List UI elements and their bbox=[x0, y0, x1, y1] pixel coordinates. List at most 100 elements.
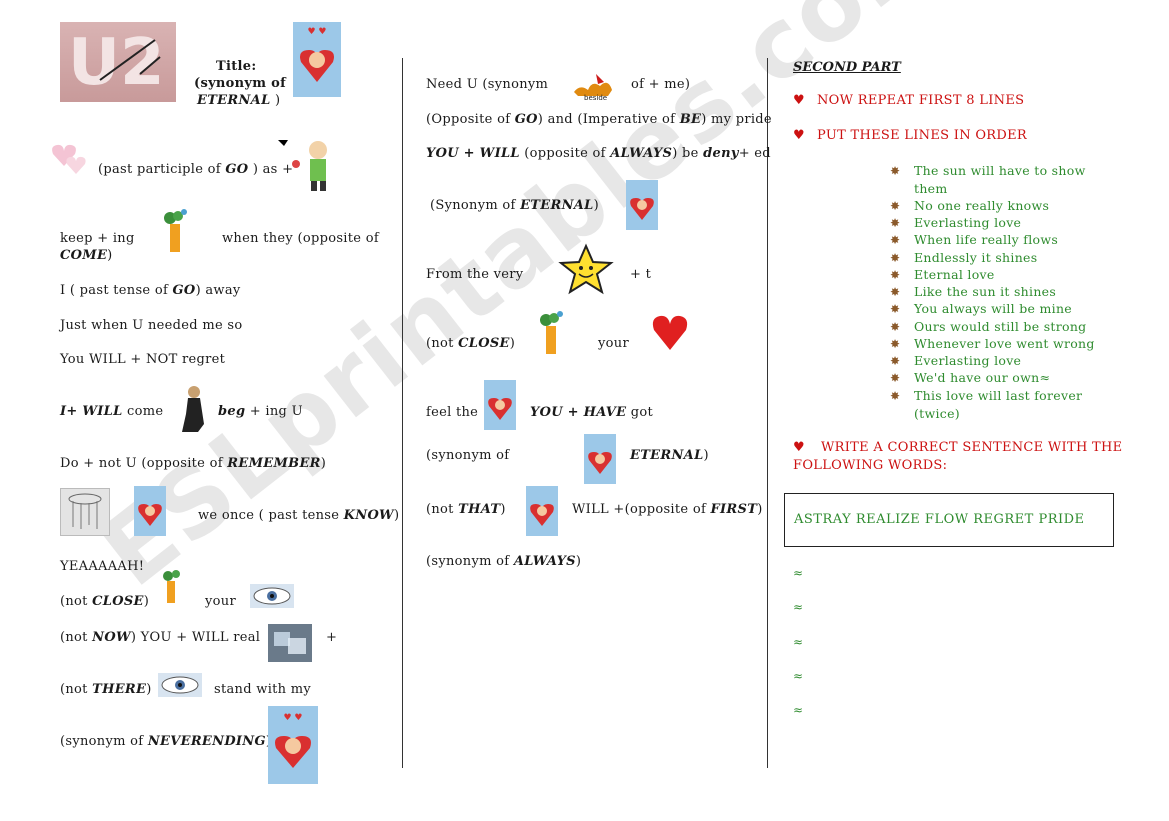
col1-line10: (not CLOSE) bbox=[60, 594, 150, 609]
star-bullet-icon: ✸ bbox=[890, 320, 901, 334]
star-bullet-icon: ✸ bbox=[890, 268, 901, 282]
col2-line1: Need U (synonym bbox=[426, 77, 549, 92]
answer-line-marker: ≈ bbox=[793, 566, 804, 580]
col2-line4: (Synonym of ETERNAL) bbox=[430, 198, 599, 213]
beside-image: beside bbox=[570, 70, 616, 104]
u2-logo: U2 bbox=[60, 22, 176, 102]
lyric-line: ✸Everlasting love bbox=[890, 215, 1022, 230]
col1-line12: (not THERE) bbox=[60, 682, 152, 697]
lyric-line: ✸Eternal love bbox=[890, 267, 995, 282]
eye-image bbox=[158, 673, 202, 697]
title-synonym: (synonym of bbox=[194, 76, 286, 91]
col2-line7b: YOU + HAVE got bbox=[530, 405, 654, 420]
title-label: Title: bbox=[216, 59, 257, 74]
star-bullet-icon: ✸ bbox=[890, 216, 901, 230]
cupid-card-image: ♥ ♥ bbox=[293, 22, 341, 97]
eye-image bbox=[250, 584, 294, 608]
col2-line6b: your bbox=[598, 336, 629, 351]
svg-text:♥ ♥: ♥ ♥ bbox=[284, 713, 303, 723]
col1-line12b: stand with my bbox=[214, 682, 312, 697]
lyric-line: (twice) bbox=[914, 406, 960, 421]
col1-line2a: keep + ing bbox=[60, 231, 135, 246]
svg-text:♥ ♥: ♥ ♥ bbox=[308, 27, 327, 37]
col1-line11: (not NOW) YOU + WILL real bbox=[60, 630, 261, 645]
col2-line6: (not CLOSE) bbox=[426, 336, 516, 351]
col2-line8: (synonym of bbox=[426, 448, 510, 463]
col1-line11b: + bbox=[326, 630, 338, 645]
lyric-line: ✸Like the sun it shines bbox=[890, 284, 1057, 299]
star-bullet-icon: ✸ bbox=[890, 389, 901, 403]
col2-line3: YOU + WILL (opposite of ALWAYS) be deny+… bbox=[426, 146, 771, 161]
col1-line9: YEAAAAAH! bbox=[60, 559, 145, 574]
col1-line2b: when they (opposite of bbox=[222, 231, 379, 246]
answer-line-marker: ≈ bbox=[793, 669, 804, 683]
hearts-image bbox=[50, 140, 90, 176]
star-bullet-icon: ✸ bbox=[890, 337, 901, 351]
col1-line7: Do + not U (opposite of REMEMBER) bbox=[60, 456, 327, 471]
instruction-sentence-2: FOLLOWING WORDS: bbox=[793, 458, 948, 473]
star-bullet-icon: ✸ bbox=[890, 164, 901, 178]
col1-line2c: COME) bbox=[60, 248, 113, 263]
smiling-star-image bbox=[556, 242, 616, 296]
star-bullet-icon: ✸ bbox=[890, 371, 901, 385]
lyric-line: ✸You always will be mine bbox=[890, 301, 1073, 316]
word-list: ASTRAY REALIZE FLOW REGRET PRIDE bbox=[794, 512, 1085, 527]
col2-line7: feel the bbox=[426, 405, 479, 420]
answer-line-marker: ≈ bbox=[793, 635, 804, 649]
heart-image bbox=[650, 312, 690, 354]
star-bullet-icon: ✸ bbox=[890, 199, 901, 213]
word-box bbox=[784, 493, 1114, 547]
ice-cubes-image bbox=[268, 624, 312, 662]
col2-line9: (not THAT) bbox=[426, 502, 506, 517]
wind-chime-image bbox=[60, 488, 110, 536]
lyric-line: ✸We'd have our own≈ bbox=[890, 370, 1051, 385]
col1-line5: You WILL + NOT regret bbox=[60, 352, 226, 367]
column-divider-2 bbox=[767, 58, 768, 768]
flower-bunch-image bbox=[158, 568, 182, 608]
lyric-line: ✸No one really knows bbox=[890, 198, 1050, 213]
col1-line3: I ( past tense of GO) away bbox=[60, 283, 241, 298]
lyric-line: ✸When life really flows bbox=[890, 232, 1059, 247]
answer-line-marker: ≈ bbox=[793, 600, 804, 614]
kneeling-woman-image bbox=[174, 384, 208, 434]
star-bullet-icon: ✸ bbox=[890, 285, 901, 299]
col1-line13: (synonym of NEVERENDING) bbox=[60, 734, 271, 749]
col2-line1b: of + me) bbox=[631, 77, 691, 92]
col2-line10: (synonym of ALWAYS) bbox=[426, 554, 582, 569]
cupid-card-image bbox=[134, 486, 166, 536]
heart-bullet-icon: ♥ bbox=[793, 128, 805, 143]
col1-line4: Just when U needed me so bbox=[60, 318, 243, 333]
star-bullet-icon: ✸ bbox=[890, 233, 901, 247]
col1-line6b: beg + ing U bbox=[218, 404, 303, 419]
cupid-card-image bbox=[526, 486, 558, 536]
col1-line8: we once ( past tense KNOW) bbox=[198, 508, 400, 523]
star-bullet-icon: ✸ bbox=[890, 302, 901, 316]
heart-bullet-icon: ♥ bbox=[793, 93, 805, 108]
lyric-line: ✸Whenever love went wrong bbox=[890, 336, 1095, 351]
col2-line2: (Opposite of GO) and (Imperative of BE) … bbox=[426, 112, 772, 127]
heart-bullet-icon: ♥ bbox=[793, 440, 805, 455]
instruction-order: PUT THESE LINES IN ORDER bbox=[817, 128, 1027, 143]
lyric-line: ✸Ours would still be strong bbox=[890, 319, 1087, 334]
cupid-card-image bbox=[584, 434, 616, 484]
old-man-image bbox=[276, 134, 336, 192]
col2-line9b: WILL +(opposite of FIRST) bbox=[572, 502, 763, 517]
title-eternal: ETERNAL ) bbox=[197, 93, 281, 108]
lyric-line: ✸The sun will have to show bbox=[890, 163, 1086, 178]
col2-line5: From the very bbox=[426, 267, 524, 282]
lyric-line: ✸Endlessly it shines bbox=[890, 250, 1038, 265]
flower-bunch-image bbox=[158, 208, 190, 260]
col1-line6: I+ WILL come bbox=[60, 404, 164, 419]
cupid-card-image bbox=[484, 380, 516, 430]
instruction-sentence: WRITE A CORRECT SENTENCE WITH THE bbox=[821, 440, 1123, 455]
star-bullet-icon: ✸ bbox=[890, 354, 901, 368]
lyric-line: ✸Everlasting love bbox=[890, 353, 1022, 368]
lyric-line: them bbox=[914, 181, 948, 196]
col2-line8b: ETERNAL) bbox=[630, 448, 709, 463]
col1-line10b: your bbox=[205, 594, 236, 609]
second-part-heading: SECOND PART bbox=[793, 60, 901, 75]
answer-line-marker: ≈ bbox=[793, 703, 804, 717]
col2-line5b: + t bbox=[630, 267, 652, 282]
star-bullet-icon: ✸ bbox=[890, 251, 901, 265]
col1-line1: (past participle of GO ) as + bbox=[98, 162, 294, 177]
